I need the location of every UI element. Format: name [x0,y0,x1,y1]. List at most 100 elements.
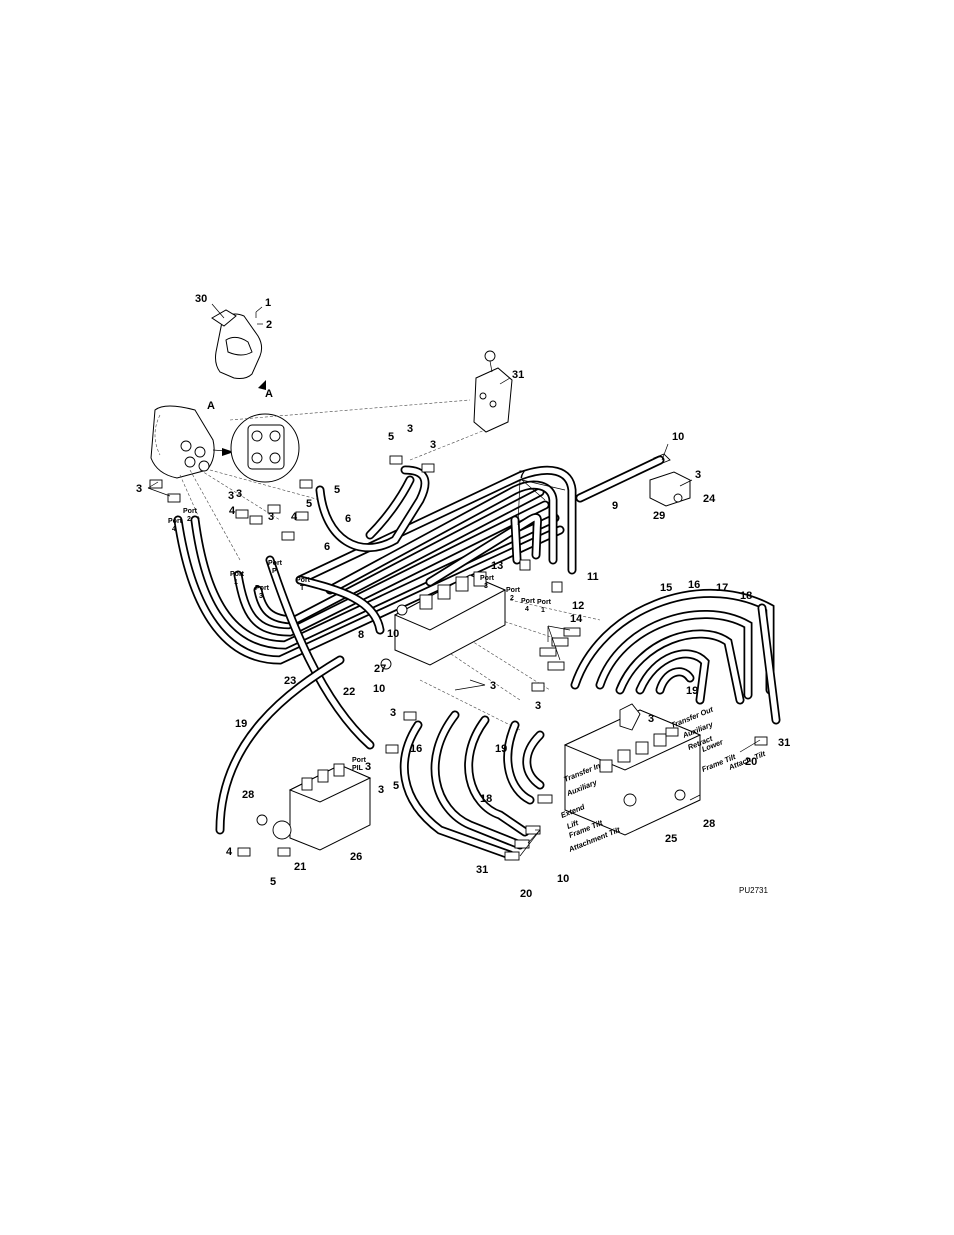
callout-3-pil: 3 [365,761,371,773]
callout-15: 15 [660,582,672,594]
hose-9 [575,455,665,503]
port-label-p-num: P [272,568,277,575]
directional-valve-31-top [473,350,513,433]
valve-block-29 [649,453,691,507]
callout-3-center-c: 3 [535,700,541,712]
callout-1: 1 [265,297,271,309]
valve-port-label-3: Port [480,575,495,582]
callout-3-valve26: 3 [378,784,384,796]
callout-3-left: 3 [136,483,142,495]
callout-10-bottom: 10 [557,873,569,885]
valve-block-26 [256,763,372,851]
valve-port-label-4: Port [521,598,536,605]
callout-3-center-a: 3 [490,680,496,692]
port-label-p: Port [268,560,283,567]
callout-31-top: 31 [512,369,524,381]
valve-port-label-4-num: 4 [525,606,529,613]
callout-9: 9 [612,500,618,512]
callout-26: 26 [350,851,362,863]
callout-19-left: 19 [235,718,247,730]
hose-23-19 [215,555,385,835]
valve-port-label-1: Port [537,599,552,606]
callout-12: 12 [572,600,584,612]
hose-arcs-15-18 [570,589,781,725]
dashed-reference-lines [179,399,601,731]
figure-id: PU2731 [739,886,768,895]
callout-31-right: 31 [778,737,790,749]
callout-4-mid-b: 4 [291,511,298,523]
port-label-3-num: 3 [259,593,263,600]
callout-3-right-b: 3 [648,713,654,725]
callout-2: 2 [266,319,272,331]
callout-17: 17 [716,582,728,594]
callout-3-top-a: 3 [407,423,413,435]
callout-3-center-b: 3 [390,707,396,719]
callout-18-low: 18 [480,793,492,805]
main-control-valve-25 [563,703,702,836]
callout-3-mid-b: 3 [268,511,274,523]
callout-21: 21 [294,861,306,873]
callout-20-right: 20 [745,756,757,768]
callout-10-mid: 10 [387,628,399,640]
fittings-14 [539,627,581,671]
callout-5-pil: 5 [393,780,399,792]
valve-port-label-3-num: 3 [484,583,488,590]
callout-6-a: 6 [345,513,351,525]
port-label-t: Port [296,577,311,584]
callout-3-mid-a: 3 [228,490,234,502]
callout-24: 24 [703,493,716,505]
port-label-3: Port [255,585,270,592]
valve-port-label-1-num: 1 [541,607,545,614]
port-label-4: Port [168,518,183,525]
upper-hose-bundle [173,465,577,665]
hose-6-loops [315,465,430,553]
view-label-a: A [207,400,215,412]
callout-5-top: 5 [388,431,394,443]
callout-6-b: 6 [324,541,330,553]
detail-view-a [230,413,300,483]
callout-3-port: 3 [236,488,242,500]
lower-hose-bundle [399,710,545,860]
port-label-2-num: 2 [187,516,191,523]
callout-10-top: 10 [672,431,684,443]
callout-5-mid-b: 5 [306,498,312,510]
callout-5-mid: 5 [334,484,340,496]
callout-23: 23 [284,675,296,687]
callout-16-low: 16 [410,743,422,755]
callout-a: A [265,388,273,400]
callout-8: 8 [358,629,364,641]
callout-5-low: 5 [270,876,276,888]
callout-19-low: 19 [495,743,507,755]
port-labels: Port 4 Port 2 Port 1 Port 3 Port P Port … [168,508,552,772]
callout-27: 27 [374,663,386,675]
callout-28-left: 28 [242,789,254,801]
callout-14: 14 [570,613,583,625]
callout-31-low: 31 [476,864,488,876]
callout-22: 22 [343,686,355,698]
port-label-1: Port [230,571,245,578]
misc-fittings [149,455,768,861]
port-label-4-num: 4 [172,526,176,533]
callout-30: 30 [195,293,207,305]
valve-port-label-2: Port [506,587,521,594]
callout-13: 13 [491,560,503,572]
valve-manifold-27 [380,571,507,670]
callout-labels: 30 1 2 A 31 5 3 3 10 3 24 29 9 7 3 5 3 4… [136,293,790,900]
callout-18-top: 18 [740,590,752,602]
port-label-pil: Port [352,757,367,764]
callout-19-right: 19 [686,685,698,697]
callout-4-low: 4 [226,846,233,858]
callout-25: 25 [665,833,677,845]
callout-10-low: 10 [373,683,385,695]
callout-7: 7 [519,469,525,481]
leader-lines [147,303,761,857]
callout-4-mid-a: 4 [229,505,236,517]
port-label-2: Port [183,508,198,515]
callout-16-top: 16 [688,579,700,591]
callout-28-right: 28 [703,818,715,830]
valve-port-label-2-num: 2 [510,595,514,602]
callout-3-top-b: 3 [430,439,436,451]
callout-3-right: 3 [695,469,701,481]
callout-29: 29 [653,510,665,522]
